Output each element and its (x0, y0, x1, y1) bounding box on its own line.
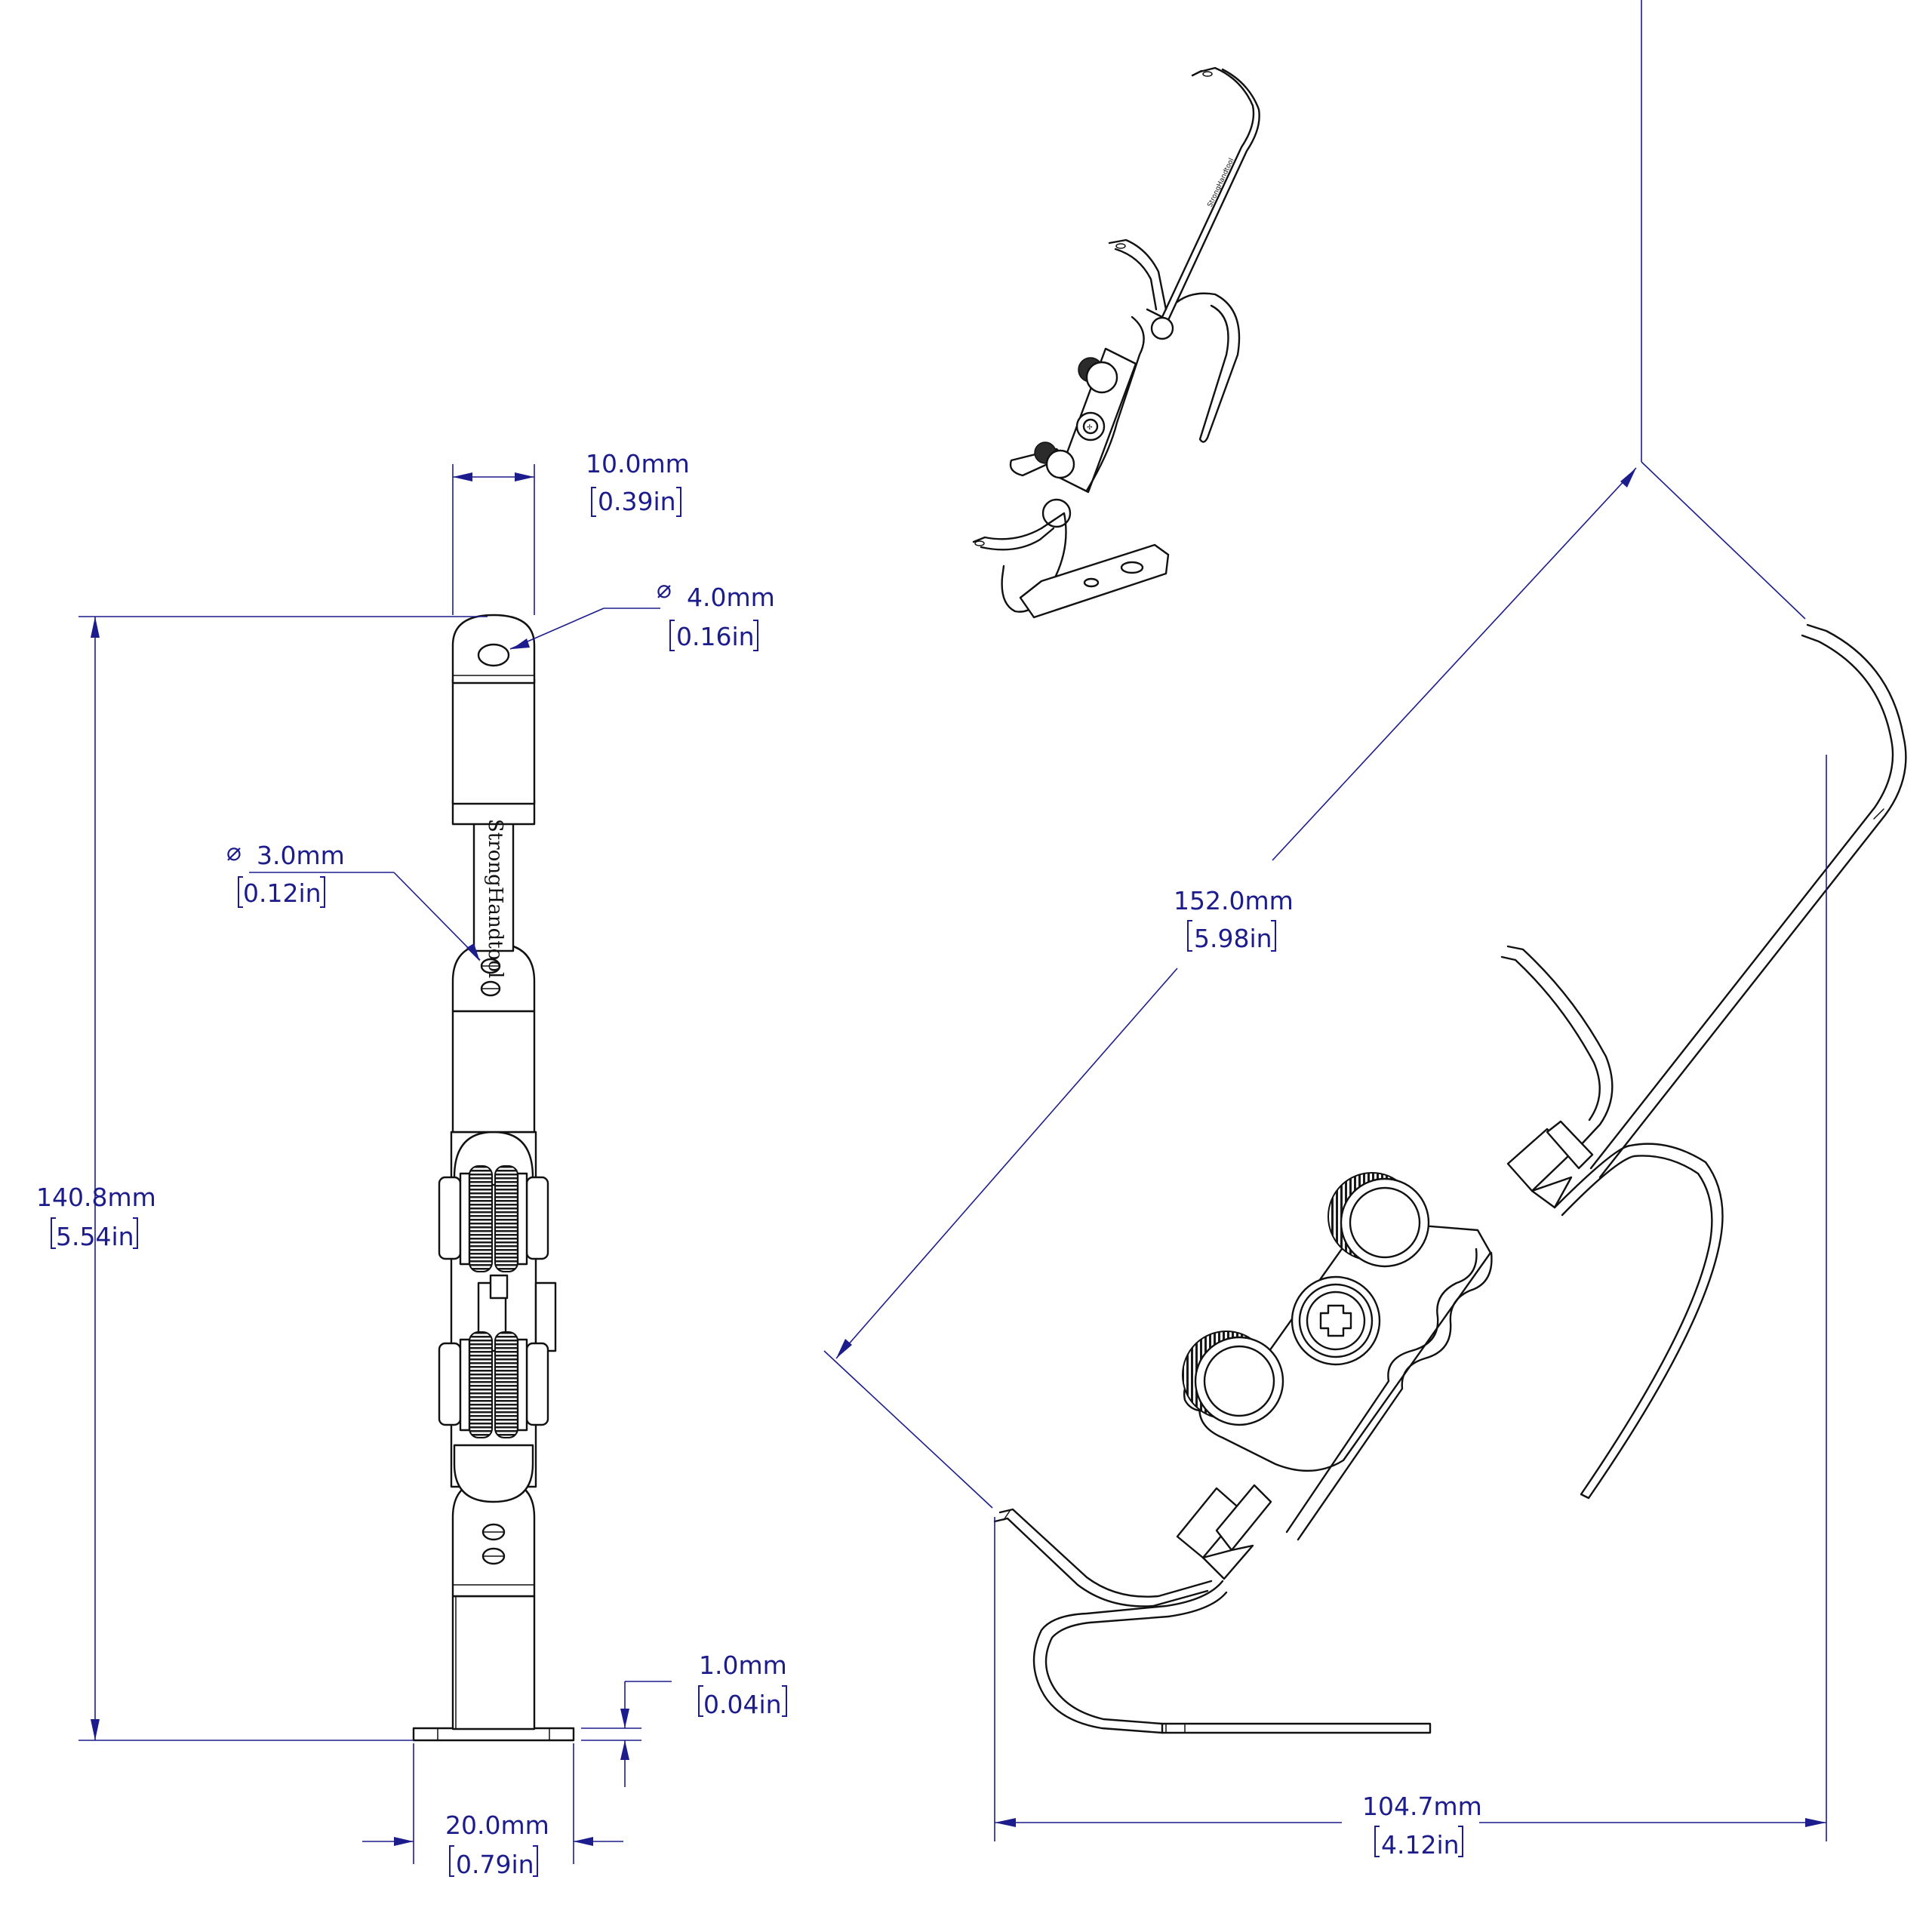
phillips-screw (1291, 1275, 1381, 1366)
short-arm (1506, 945, 1614, 1149)
isometric-view: StrongHandtool ✢ (972, 66, 1260, 619)
lower-pad (1176, 1484, 1272, 1580)
dim-width-top-imperial: 0.39in (598, 487, 676, 516)
dim-hole-large-imperial: 0.16in (676, 622, 755, 651)
knurl-wheel-lower (1182, 1331, 1284, 1426)
brand-text: StrongHandtool (484, 819, 506, 978)
dim-base-width-imperial: 0.79in (456, 1850, 534, 1879)
side-view (993, 623, 1907, 1734)
upper-tab (451, 614, 536, 685)
lower-arm (998, 1508, 1213, 1598)
svg-text:✢: ✢ (1087, 424, 1093, 432)
base-loop (1032, 1580, 1224, 1734)
dim-hole-large-metric: 4.0mm (687, 583, 775, 612)
main-arm (1598, 623, 1907, 1179)
side-base-plate (1161, 1722, 1432, 1734)
dim-side-length-metric: 152.0mm (1174, 886, 1294, 915)
lower-shaft (451, 1595, 536, 1730)
hole-small-symbol: ⌀ (226, 837, 242, 866)
dim-thickness-metric: 1.0mm (699, 1651, 787, 1680)
dim-hole-small-metric: 3.0mm (257, 841, 345, 870)
dim-thickness-imperial: 0.04in (703, 1690, 782, 1719)
dim-height-imperial: 5.54in (56, 1222, 134, 1251)
upper-pad (1506, 1120, 1594, 1209)
front-dimensions: 10.0mm 0.39in ⌀ 4.0mm 0.16in ⌀ 3.0mm 0.1… (36, 449, 787, 1879)
dim-side-length-imperial: 5.98in (1194, 924, 1272, 953)
dim-width-top-metric: 10.0mm (586, 449, 690, 478)
dim-side-depth-metric: 104.7mm (1362, 1792, 1482, 1821)
dim-hole-small-imperial: 0.12in (243, 878, 321, 908)
dim-height-metric: 140.8mm (36, 1183, 156, 1212)
lower-knurl-roller (438, 1331, 549, 1438)
front-view: StrongHandtool (412, 614, 575, 1742)
back-hook (1553, 1143, 1724, 1500)
knurl-wheel-upper (1327, 1172, 1430, 1268)
dim-side-depth-imperial: 4.12in (1381, 1830, 1460, 1860)
large-hole (477, 643, 510, 667)
upper-knurl-roller (438, 1165, 549, 1272)
side-dimensions: 152.0mm 5.98in 104.7mm 4.12in (823, 0, 1827, 1860)
dim-base-width-metric: 20.0mm (445, 1810, 549, 1840)
upper-body (451, 678, 536, 805)
neck (472, 821, 515, 952)
hole-large-symbol: ⌀ (657, 574, 672, 604)
